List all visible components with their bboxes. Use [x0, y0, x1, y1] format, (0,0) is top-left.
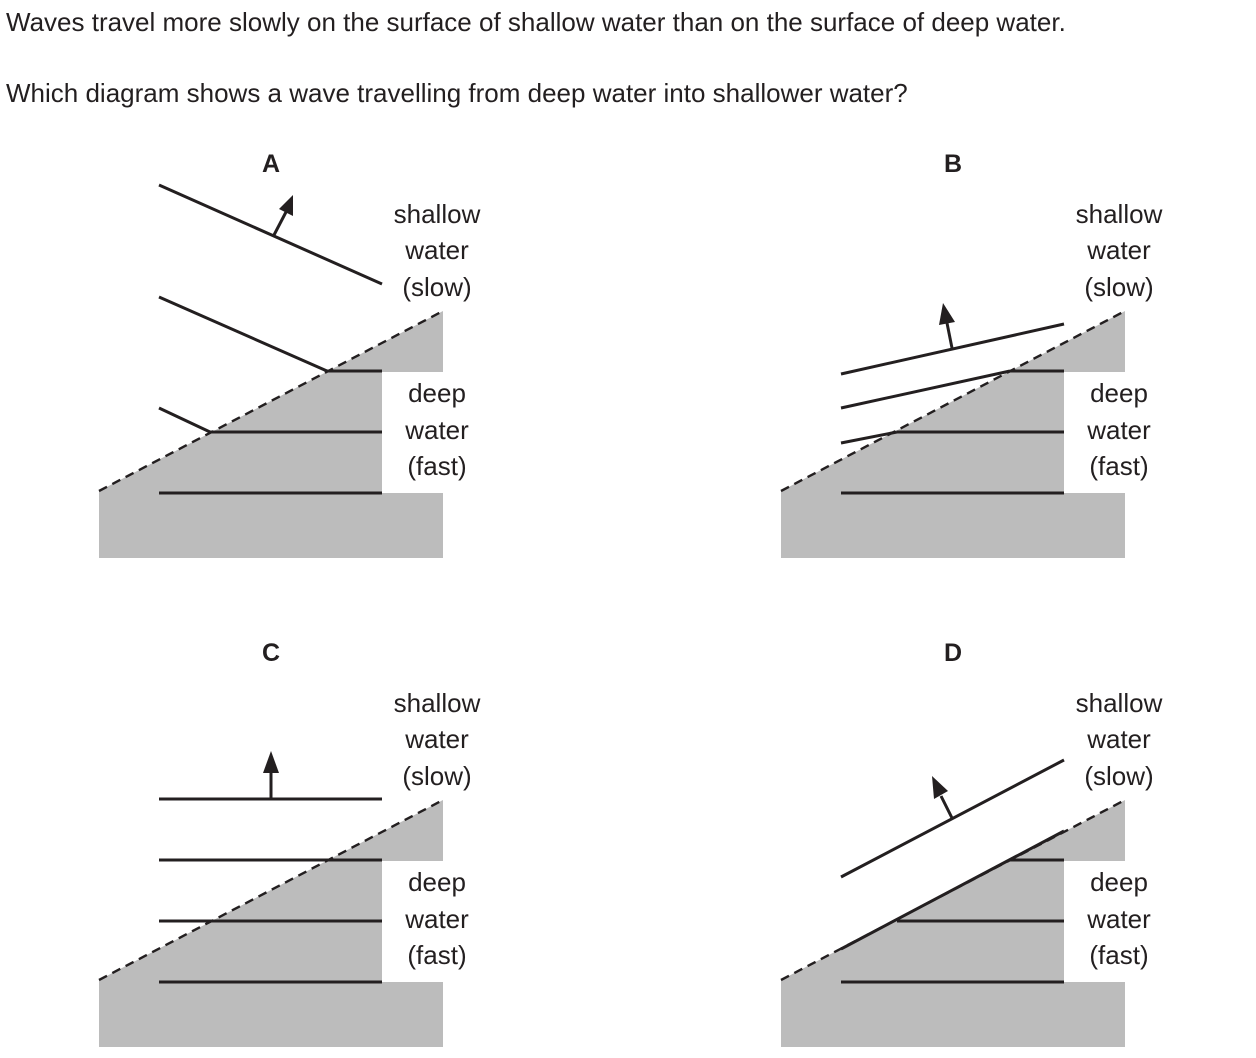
shallow-label: (slow): [402, 272, 471, 302]
shallow-seabed: [99, 311, 443, 558]
option-label-b: B: [944, 150, 962, 178]
direction-arrow: [272, 211, 288, 236]
deep-label: water: [404, 904, 469, 934]
wavefront: [158, 406, 211, 434]
deep-label: deep: [1090, 378, 1148, 408]
depth-boundary: [98, 798, 444, 982]
depth-boundary: [780, 309, 1126, 493]
deep-label: water: [404, 415, 469, 445]
shallow-label: water: [1086, 235, 1151, 265]
shallow-label: water: [404, 235, 469, 265]
direction-arrow: [939, 795, 954, 819]
shallow-label: shallow: [394, 688, 481, 718]
arrowhead-icon: [279, 195, 293, 216]
shallow-label: water: [404, 724, 469, 754]
deep-water-label-area: [1064, 372, 1125, 493]
diagram-d[interactable]: D shallow water (slow) deep water (fast): [780, 639, 1163, 1047]
wavefront: [840, 829, 1065, 951]
question-text: Waves travel more slowly on the surface …: [6, 7, 1066, 37]
shallow-label: (slow): [1084, 272, 1153, 302]
wavefront: [840, 369, 1011, 410]
shallow-seabed: [781, 311, 1125, 558]
deep-label: water: [1086, 904, 1151, 934]
deep-label: (fast): [1089, 451, 1148, 481]
diagram-a[interactable]: A shallow water (slow) deep water (fast): [98, 150, 481, 558]
shallow-label: shallow: [394, 199, 481, 229]
shallow-label: shallow: [1076, 688, 1163, 718]
shallow-label: shallow: [1076, 199, 1163, 229]
diagram-c[interactable]: C shallow water (slow) deep water (fast): [98, 639, 481, 1047]
shallow-label: (slow): [1084, 761, 1153, 791]
question-prompt: Which diagram shows a wave travelling fr…: [6, 78, 908, 108]
arrowhead-icon: [932, 776, 948, 799]
wavefront: [840, 758, 1065, 879]
shallow-label: (slow): [402, 761, 471, 791]
depth-boundary: [98, 309, 444, 493]
deep-water-label-area: [382, 861, 443, 982]
wavefront: [158, 183, 383, 286]
deep-label: (fast): [407, 451, 466, 481]
deep-label: deep: [1090, 867, 1148, 897]
shallow-label: water: [1086, 724, 1151, 754]
deep-label: deep: [408, 378, 466, 408]
diagram-b[interactable]: B shallow water (slow) deep water (fast): [780, 150, 1163, 558]
wavefront: [840, 430, 898, 445]
deep-label: (fast): [1089, 940, 1148, 970]
deep-water-label-area: [382, 372, 443, 493]
option-label-a: A: [262, 150, 280, 178]
direction-arrow: [945, 322, 954, 349]
shallow-seabed: [99, 800, 443, 1047]
deep-label: water: [1086, 415, 1151, 445]
shallow-seabed: [781, 800, 1125, 1047]
option-label-c: C: [262, 639, 280, 667]
wavefront: [840, 322, 1065, 376]
deep-label: deep: [408, 867, 466, 897]
depth-boundary: [780, 798, 1126, 982]
arrowhead-icon: [263, 751, 279, 773]
wavefront: [158, 295, 328, 373]
option-label-d: D: [944, 639, 962, 667]
deep-label: (fast): [407, 940, 466, 970]
deep-water-label-area: [1064, 861, 1125, 982]
arrowhead-icon: [939, 303, 955, 325]
